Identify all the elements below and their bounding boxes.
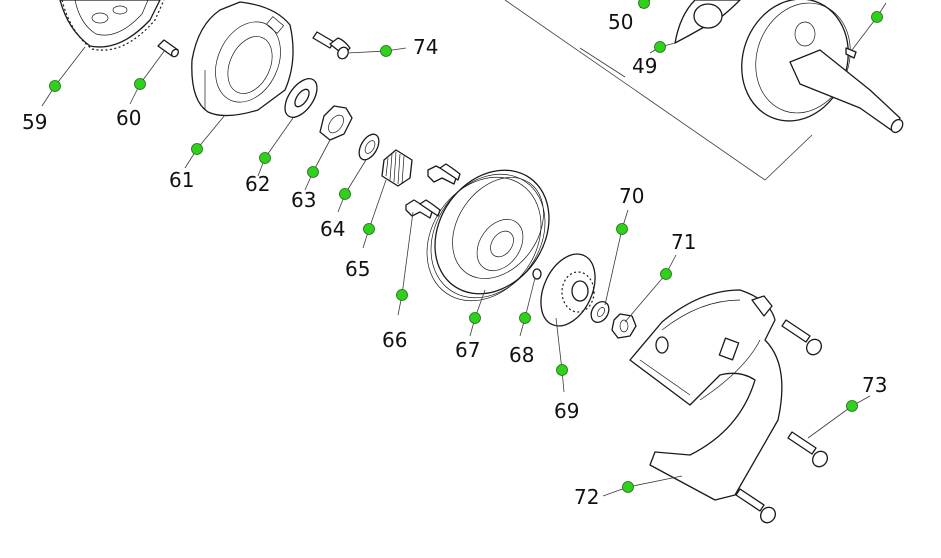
callout-dot[interactable] — [556, 364, 568, 376]
callout-leader-line — [524, 277, 536, 319]
callout-leader-line — [851, 16, 878, 51]
callout-leader-line — [807, 405, 853, 439]
callout-dot[interactable] — [846, 400, 858, 412]
callout-dot[interactable] — [616, 223, 628, 235]
callout-label: 71 — [671, 230, 696, 254]
callout-leader-line — [344, 159, 367, 195]
callout-label: 49 — [632, 54, 657, 78]
callout-67[interactable]: 67 — [455, 289, 486, 362]
callout-label: 70 — [619, 184, 644, 208]
callout-label: 73 — [862, 373, 887, 397]
part-clutch-drum[interactable] — [404, 148, 573, 323]
part-thin-washer[interactable] — [355, 131, 383, 163]
callout-label: 67 — [455, 338, 480, 362]
part-chain-guard[interactable] — [629, 289, 783, 501]
part-socket-screw-upper[interactable] — [781, 319, 824, 358]
callout-dot[interactable] — [654, 41, 666, 53]
callout-dot[interactable] — [469, 312, 481, 324]
callout-label: 68 — [509, 343, 534, 367]
callout-leader-line — [139, 49, 166, 85]
callout-label: 65 — [345, 257, 370, 281]
callout-label: 59 — [22, 110, 47, 134]
callout-leader-line — [54, 46, 86, 87]
part-crankshaft[interactable] — [725, 0, 905, 136]
callout-label: 64 — [320, 217, 345, 241]
part-clutch-shoe-assembly[interactable] — [191, 1, 294, 117]
callout-leader-line — [312, 139, 331, 173]
callout-65[interactable]: 65 — [345, 179, 387, 281]
callout-label: 61 — [169, 168, 194, 192]
callout-59[interactable]: 59 — [22, 46, 86, 134]
callout-dot[interactable] — [339, 188, 351, 200]
part-ring-gear[interactable] — [59, 0, 165, 51]
callout-62[interactable]: 62 — [245, 117, 294, 196]
callout-label: 50 — [608, 10, 633, 34]
callout-dot[interactable] — [638, 0, 650, 9]
part-flange-screws[interactable] — [405, 199, 441, 219]
callout-69[interactable]: 69 — [554, 317, 579, 423]
callout-60[interactable]: 60 — [116, 49, 166, 130]
part-washer[interactable] — [279, 73, 324, 123]
callout-leader-line — [555, 317, 563, 371]
callout-66[interactable]: 66 — [382, 211, 414, 352]
callout-leader-line — [347, 50, 387, 54]
part-pin[interactable] — [157, 39, 180, 58]
callout-dot[interactable] — [307, 166, 319, 178]
callout-73[interactable]: 73 — [807, 373, 887, 439]
part-connecting-rod[interactable] — [674, 0, 741, 44]
callout-68[interactable]: 68 — [509, 277, 536, 367]
callout-dot[interactable] — [191, 143, 203, 155]
callout-dot[interactable] — [396, 289, 408, 301]
callout-49[interactable]: 49 — [632, 41, 676, 79]
callout-71[interactable]: 71 — [624, 230, 696, 323]
callout-leader-line — [264, 117, 294, 159]
callout-72[interactable]: 72 — [574, 475, 683, 509]
callout-dot[interactable] — [134, 78, 146, 90]
callout-leader-line — [196, 114, 226, 150]
callout-dot[interactable] — [622, 481, 634, 493]
callout-50[interactable]: 50 — [608, 0, 651, 34]
part-needle-bearing[interactable] — [381, 149, 413, 187]
part-sprocket-nut[interactable] — [611, 313, 637, 339]
callout-crank[interactable] — [851, 2, 887, 51]
callout-label: 69 — [554, 399, 579, 423]
part-flange-screws-upper[interactable] — [427, 163, 461, 185]
part-socket-screw-74[interactable] — [312, 31, 351, 61]
callout-dot[interactable] — [49, 80, 61, 92]
callout-leader-line — [624, 273, 667, 323]
callout-dot[interactable] — [259, 152, 271, 164]
callout-label: 60 — [116, 106, 141, 130]
callout-dot[interactable] — [660, 268, 672, 280]
callout-70[interactable]: 70 — [604, 184, 644, 306]
callout-leader-line — [627, 475, 683, 488]
callout-leader-line — [368, 179, 387, 230]
assembly-bracket-line — [504, 0, 813, 181]
callout-dot[interactable] — [380, 45, 392, 57]
callout-label: 62 — [245, 172, 270, 196]
callout-label: 63 — [291, 188, 316, 212]
part-small-pin[interactable] — [532, 268, 542, 280]
part-socket-screw-73[interactable] — [787, 431, 830, 470]
callout-64[interactable]: 64 — [320, 159, 367, 241]
callout-63[interactable]: 63 — [291, 139, 331, 212]
callout-label: 74 — [413, 35, 438, 59]
callout-dot[interactable] — [871, 11, 883, 23]
callout-dot[interactable] — [363, 223, 375, 235]
part-sprocket[interactable] — [530, 245, 606, 334]
part-socket-screw-lower[interactable] — [735, 488, 778, 526]
callout-label: 66 — [382, 328, 407, 352]
callout-leader-line — [604, 228, 623, 306]
callout-dot[interactable] — [519, 312, 531, 324]
callout-61[interactable]: 61 — [169, 114, 226, 192]
callout-74[interactable]: 74 — [347, 35, 438, 59]
callout-label: 72 — [574, 485, 599, 509]
part-hex-nut[interactable] — [319, 105, 353, 141]
callout-leader-line — [401, 211, 414, 296]
